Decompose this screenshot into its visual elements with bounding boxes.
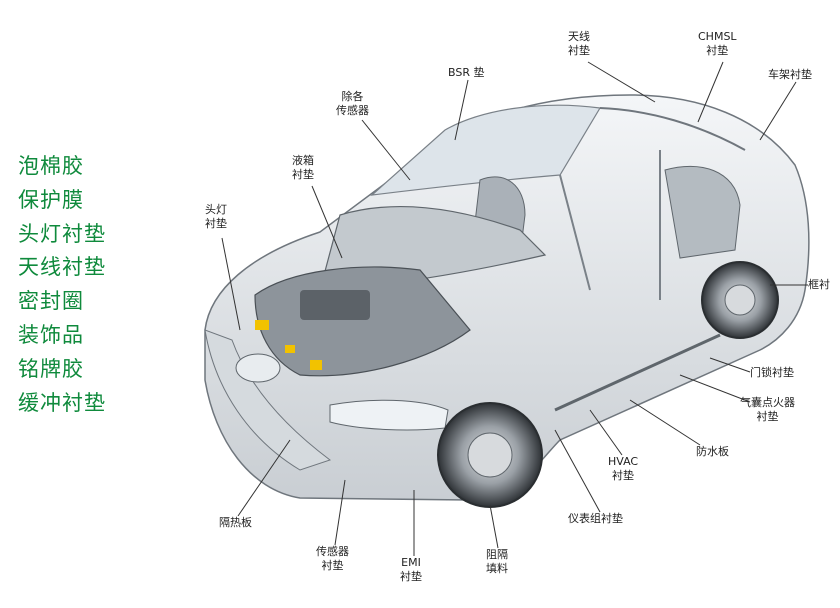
legend-item: 天线衬垫 <box>18 255 106 280</box>
callout-side: 框衬 <box>808 278 830 291</box>
callout-headlamp: 头灯 衬垫 <box>205 203 227 230</box>
legend-item: 装饰品 <box>18 322 84 347</box>
leader-lines <box>221 61 808 556</box>
rear-seat <box>664 165 741 259</box>
callout-bsr: BSR 垫 <box>448 66 485 79</box>
callout-chmsl: CHMSL 衬垫 <box>698 30 737 57</box>
callout-emi: EMI 衬垫 <box>400 556 422 583</box>
legend-item: 泡棉胶 <box>18 154 84 178</box>
callout-cluster: 仪表组衬垫 <box>568 512 623 525</box>
legend-item: 缓冲衬垫 <box>18 390 106 415</box>
callout-washer: 液箱 衬垫 <box>292 154 314 181</box>
application-legend: 泡棉胶 保护膜 头灯衬垫 天线衬垫 密封圈 装饰品 铭牌胶 缓冲衬垫 <box>18 150 106 420</box>
callout-sensor: 传感器 衬垫 <box>316 545 349 572</box>
callout-waterproof: 防水板 <box>696 445 729 458</box>
legend-item: 铭牌胶 <box>18 356 84 381</box>
callout-heatshield: 隔热板 <box>219 516 252 529</box>
callout-antenna: 天线 衬垫 <box>568 30 590 57</box>
callout-hvac: HVAC 衬垫 <box>608 455 639 482</box>
callout-frame: 车架衬垫 <box>768 68 812 81</box>
headlamp <box>329 399 449 431</box>
legend-item: 密封圈 <box>18 289 84 314</box>
legend-item: 保护膜 <box>18 187 84 212</box>
callout-doorlock: 门锁衬垫 <box>750 366 794 379</box>
callout-sound: 阻隔 填料 <box>486 548 508 575</box>
callout-rain: 除各 传感器 <box>336 90 369 117</box>
windshield <box>370 104 601 196</box>
legend-item: 头灯衬垫 <box>18 221 106 246</box>
callout-airbag: 气囊点火器 衬垫 <box>740 396 795 423</box>
